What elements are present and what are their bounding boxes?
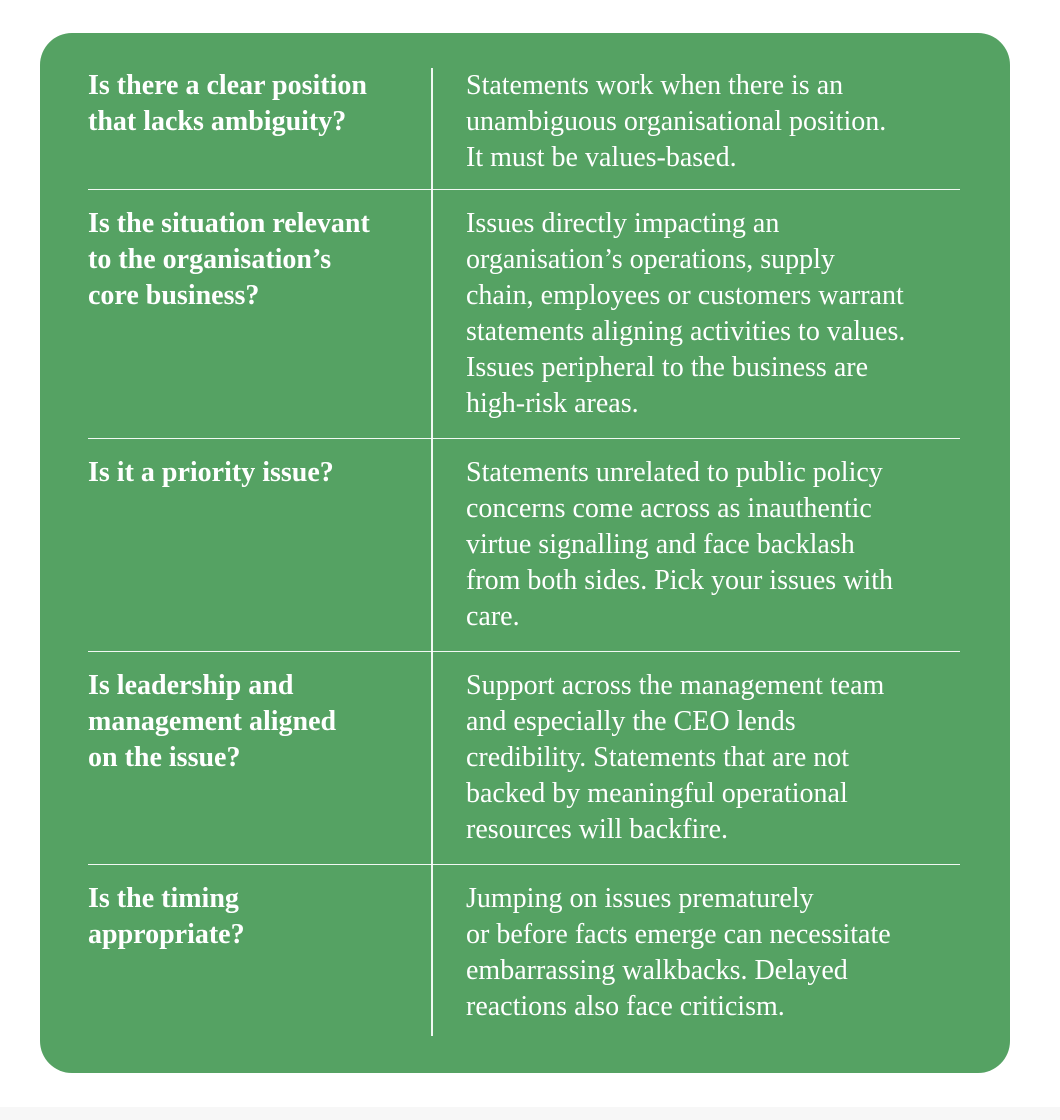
table-row-core-business: Is the situation relevant to the organis… [88, 189, 960, 438]
answer-cell: Statements unrelated to public policy co… [466, 457, 893, 632]
column-divider-line [431, 68, 433, 1036]
table-row-clear-position: Is there a clear position that lacks amb… [88, 68, 960, 189]
question-cell: Is the timing appropriate? [88, 883, 245, 950]
question-cell: Is leadership and management aligned on … [88, 670, 337, 773]
table-row-leadership-aligned: Is leadership and management aligned on … [88, 651, 960, 864]
table-row-timing: Is the timing appropriate? Jumping on is… [88, 864, 960, 1041]
decision-criteria-table-card: Is there a clear position that lacks amb… [40, 33, 1010, 1073]
table-row-priority-issue: Is it a priority issue? Statements unrel… [88, 438, 960, 651]
question-cell: Is the situation relevant to the organis… [88, 208, 370, 311]
answer-cell: Issues directly impacting an organisatio… [466, 208, 906, 419]
answer-cell: Jumping on issues prematurely or before … [466, 883, 891, 1022]
bottom-page-edge-band [0, 1107, 1060, 1120]
answer-cell: Support across the management team and e… [466, 670, 885, 845]
question-cell: Is it a priority issue? [88, 457, 334, 488]
answer-cell: Statements work when there is an unambig… [466, 70, 887, 173]
question-cell: Is there a clear position that lacks amb… [88, 70, 367, 137]
